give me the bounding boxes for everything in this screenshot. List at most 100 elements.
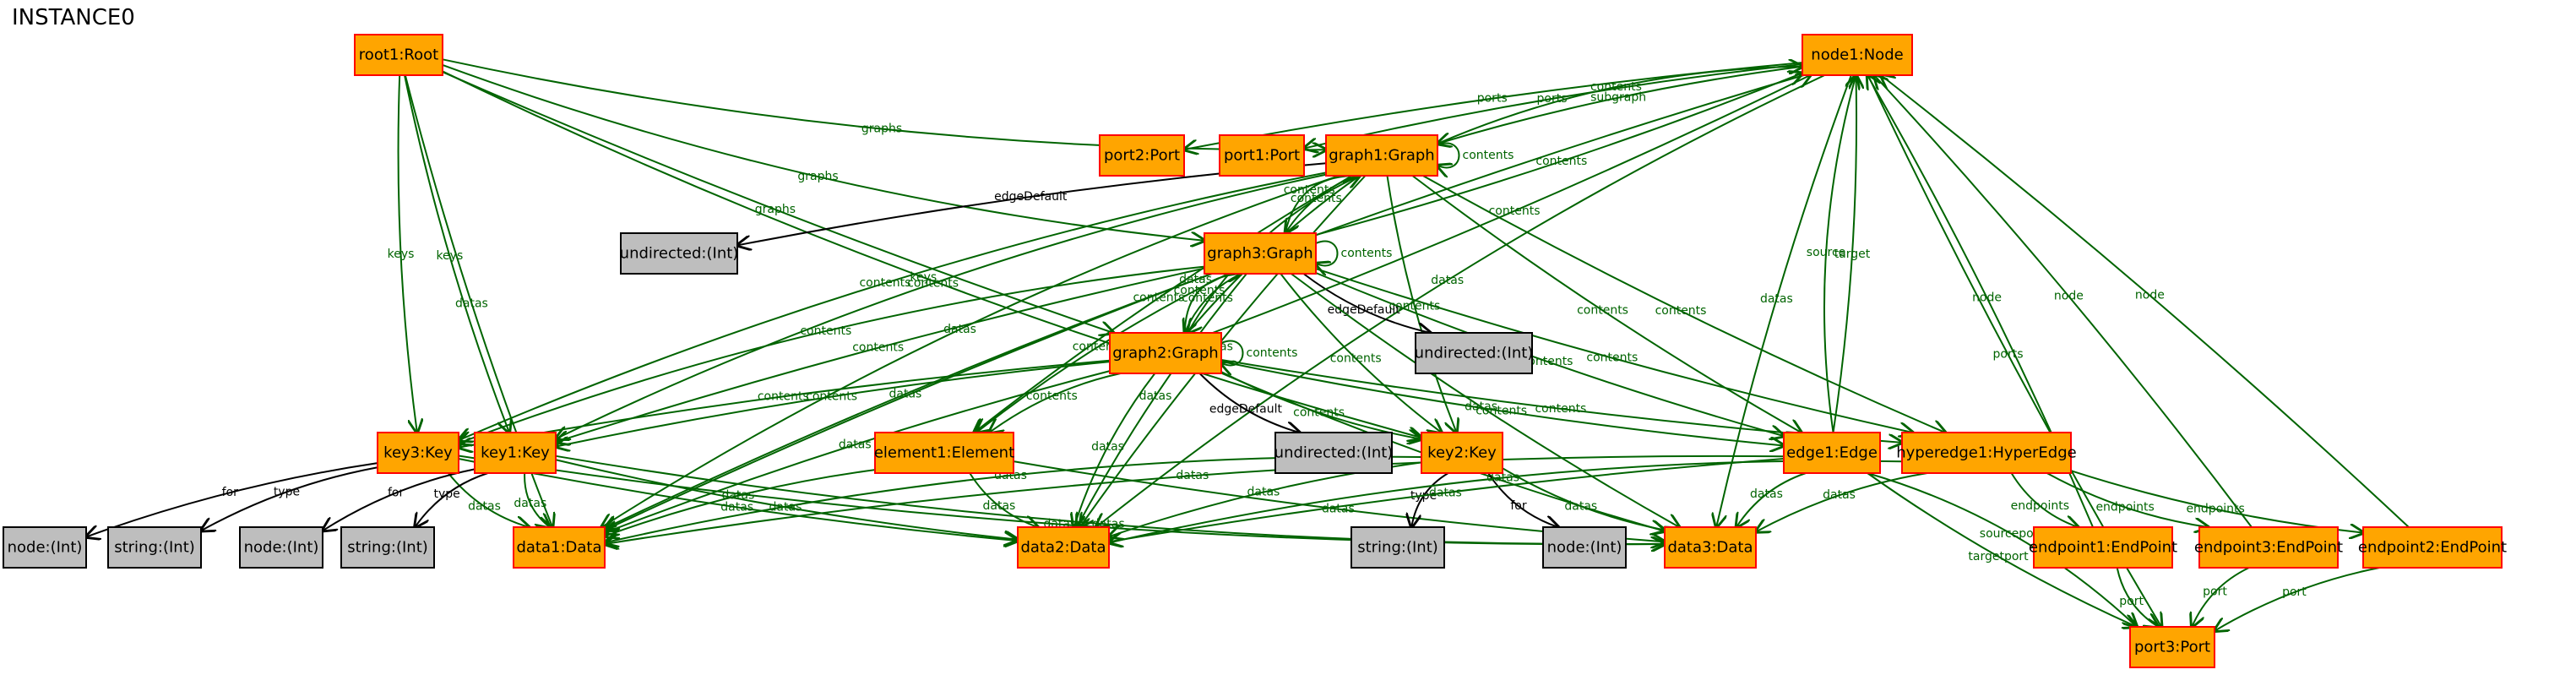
object-box[interactable] bbox=[1099, 134, 1185, 177]
node-port1[interactable]: port1:Port bbox=[1219, 134, 1305, 177]
object-box[interactable] bbox=[1901, 432, 2072, 474]
object-box[interactable] bbox=[513, 526, 606, 569]
node-key2[interactable]: key2:Key bbox=[1421, 432, 1503, 474]
node-edge1[interactable]: edge1:Edge bbox=[1783, 432, 1881, 474]
edge-line bbox=[989, 373, 1121, 433]
node-endpoint3[interactable]: endpoint3:EndPoint bbox=[2194, 526, 2343, 569]
edge-line bbox=[556, 361, 1111, 447]
edge-line bbox=[458, 458, 1018, 541]
edge-line bbox=[1304, 63, 1803, 149]
edge-line bbox=[2116, 567, 2159, 627]
attribute-box[interactable] bbox=[3, 526, 87, 569]
object-box[interactable] bbox=[1802, 34, 1913, 76]
object-box[interactable] bbox=[1664, 526, 1757, 569]
node-root1[interactable]: root1:Root bbox=[354, 34, 443, 76]
edge-line bbox=[605, 455, 1785, 544]
node-port2[interactable]: port2:Port bbox=[1099, 134, 1185, 177]
node-data1[interactable]: data1:Data bbox=[513, 526, 606, 569]
edge-label: subgraph bbox=[1590, 91, 1646, 105]
attribute-box[interactable] bbox=[1542, 526, 1627, 569]
edge-label: datas bbox=[1429, 486, 1462, 499]
object-box[interactable] bbox=[2129, 626, 2215, 668]
edge-label: port bbox=[2203, 585, 2227, 599]
edge-label: datas bbox=[720, 500, 753, 514]
node-string1[interactable]: string:(Int) bbox=[107, 526, 202, 569]
node-nodeint3[interactable]: node:(Int) bbox=[1542, 526, 1627, 569]
edge-line bbox=[459, 359, 1111, 448]
edge-graph1-contents-key3: contents bbox=[459, 171, 1327, 440]
node-data2[interactable]: data2:Data bbox=[1017, 526, 1110, 569]
edge-graph3-datas-data3: datas bbox=[1291, 273, 1679, 527]
edge-label: ports bbox=[1477, 92, 1508, 106]
attribute-box[interactable] bbox=[620, 232, 738, 275]
attribute-box[interactable] bbox=[1350, 526, 1445, 569]
node-label: node:(Int) bbox=[8, 539, 83, 557]
object-box[interactable] bbox=[1325, 134, 1438, 177]
edge-line bbox=[201, 466, 378, 531]
node-undirected3[interactable]: undirected:(Int) bbox=[1274, 432, 1394, 474]
edge-label: edgeDefault bbox=[1209, 403, 1283, 416]
edge-node1-datas-data2: datas bbox=[1096, 74, 1825, 527]
object-box[interactable] bbox=[2362, 526, 2503, 569]
edge-label: datas bbox=[468, 499, 501, 513]
edge-label: contents bbox=[1330, 351, 1382, 365]
edge-line bbox=[1867, 472, 2137, 627]
edge-label: contents bbox=[806, 389, 857, 403]
node-node1[interactable]: node1:Node bbox=[1802, 34, 1913, 76]
node-nodeint2[interactable]: node:(Int) bbox=[239, 526, 323, 569]
node-port3[interactable]: port3:Port bbox=[2129, 626, 2215, 668]
object-box[interactable] bbox=[1109, 332, 1222, 374]
edge-line bbox=[1183, 274, 1241, 334]
edge-graph1-contents-node1: contents bbox=[1437, 67, 1802, 144]
node-key1[interactable]: key1:Key bbox=[474, 432, 557, 474]
node-hyperedge1[interactable]: hyperedge1:HyperEdge bbox=[1896, 432, 2077, 474]
object-box[interactable] bbox=[1421, 432, 1503, 474]
object-box[interactable] bbox=[2198, 526, 2339, 569]
object-box[interactable] bbox=[1017, 526, 1110, 569]
object-box[interactable] bbox=[874, 432, 1014, 474]
node-endpoint1[interactable]: endpoint1:EndPoint bbox=[2029, 526, 2177, 569]
attribute-box[interactable] bbox=[1415, 332, 1533, 374]
object-box[interactable] bbox=[1783, 432, 1881, 474]
node-endpoint2[interactable]: endpoint2:EndPoint bbox=[2358, 526, 2507, 569]
node-graph3[interactable]: graph3:Graph bbox=[1204, 232, 1317, 275]
node-label: endpoint3:EndPoint bbox=[2194, 539, 2343, 557]
node-string2[interactable]: string:(Int) bbox=[340, 526, 435, 569]
attribute-box[interactable] bbox=[1274, 432, 1393, 474]
node-undirected1[interactable]: undirected:(Int) bbox=[620, 232, 739, 275]
node-graph2[interactable]: graph2:Graph bbox=[1109, 332, 1222, 374]
edge-line bbox=[1437, 142, 1460, 168]
edge-line bbox=[1823, 75, 1856, 433]
object-box[interactable] bbox=[2033, 526, 2173, 569]
edge-label: datas bbox=[1760, 292, 1793, 306]
object-box[interactable] bbox=[474, 432, 557, 474]
attribute-box[interactable] bbox=[239, 526, 323, 569]
edge-line bbox=[1832, 75, 1857, 433]
edge-key2-datas-data3: datas bbox=[1502, 467, 1665, 530]
edge-root1-graphs-graph3: graphs bbox=[442, 64, 1204, 241]
edge-label: endpoints bbox=[2186, 503, 2244, 516]
edge-graph2-contents-node1: contents bbox=[1212, 75, 1811, 334]
edge-graph2-datas-data1: datas bbox=[605, 370, 1111, 533]
node-graph1[interactable]: graph1:Graph bbox=[1325, 134, 1438, 177]
edge-graph2-contents-hyperedge1: contents bbox=[1220, 359, 1902, 443]
node-nodeint1[interactable]: node:(Int) bbox=[3, 526, 87, 569]
node-label: endpoint2:EndPoint bbox=[2358, 539, 2507, 557]
node-key3[interactable]: key3:Key bbox=[377, 432, 459, 474]
object-box[interactable] bbox=[377, 432, 459, 474]
edge-key3-type-string1: type bbox=[201, 466, 378, 531]
attribute-box[interactable] bbox=[107, 526, 202, 569]
object-box[interactable] bbox=[1219, 134, 1305, 177]
object-box[interactable] bbox=[1204, 232, 1317, 275]
node-data3[interactable]: data3:Data bbox=[1664, 526, 1757, 569]
diagram-title: INSTANCE0 bbox=[12, 5, 135, 30]
edge-line bbox=[1220, 360, 1784, 446]
edge-edge1-targetport-port3: targetport bbox=[1867, 472, 2137, 627]
edge-line bbox=[2192, 567, 2250, 627]
node-undirected2[interactable]: undirected:(Int) bbox=[1415, 332, 1534, 374]
object-box[interactable] bbox=[354, 34, 443, 76]
node-label: node:(Int) bbox=[1547, 539, 1622, 557]
node-string3[interactable]: string:(Int) bbox=[1350, 526, 1445, 569]
node-element1[interactable]: element1:Element bbox=[874, 432, 1014, 474]
attribute-box[interactable] bbox=[340, 526, 435, 569]
